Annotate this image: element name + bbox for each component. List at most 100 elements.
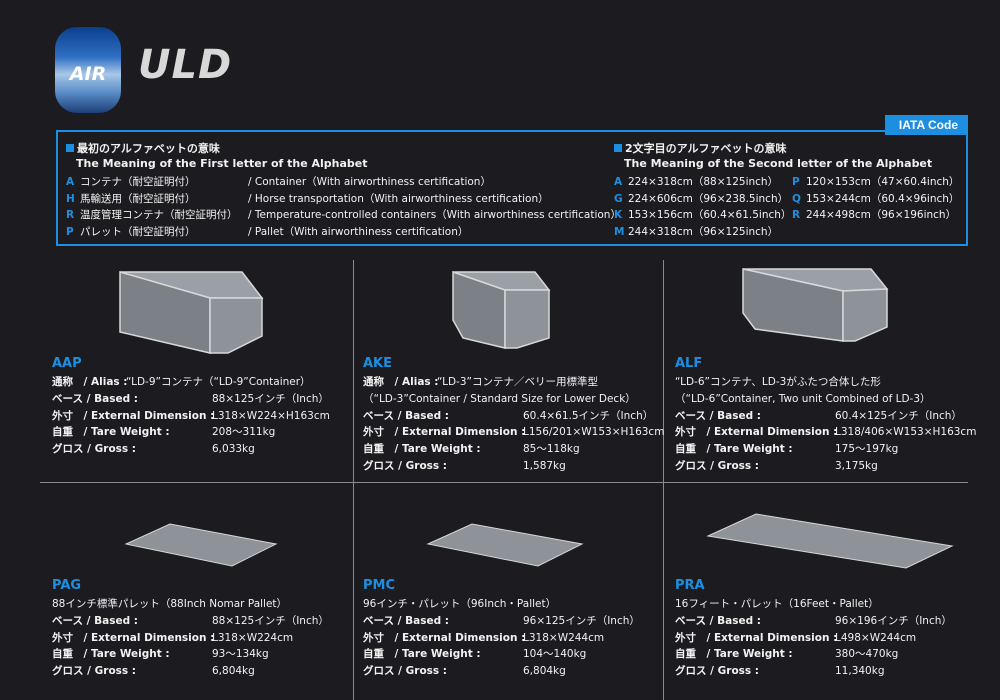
spec-label: 外寸 / External Dimension : — [363, 631, 526, 644]
spec-label: グロス / Gross : — [675, 459, 760, 472]
spec-row: 自重 / Tare Weight : 104〜140kg — [363, 646, 663, 663]
spec-value: 380〜470kg — [835, 648, 899, 661]
spec-row: 自重 / Tare Weight : 93〜134kg — [52, 646, 352, 663]
letter-meaning-en: / Horse transportation（With airworthines… — [248, 192, 549, 205]
spec-row: “LD-6”コンテナ、LD-3がふたつ合体した形 — [675, 374, 975, 391]
spec-row: 自重 / Tare Weight :175〜197kg — [675, 441, 975, 458]
spec-label: 外寸 / External Dimension : — [52, 409, 215, 422]
spec-value: L318×W224cm — [212, 631, 294, 644]
spec-value: 104〜140kg — [523, 648, 587, 661]
second-letter-heading-en: The Meaning of the Second letter of the … — [624, 157, 933, 170]
spec-label: 通称 / Alias : — [52, 376, 128, 388]
air-logo: AIR — [55, 27, 121, 113]
uld-code: AAP — [52, 356, 82, 371]
spec-value: 88×125インチ（Inch） — [212, 392, 329, 405]
letter-key: Q — [792, 192, 801, 205]
second-letter-col2: P 120×153cm（47×60.4inch） Q 153×244cm（60.4×9… — [792, 174, 959, 224]
spec-row: 外寸 / External Dimension :L318×W224×H163c… — [52, 408, 352, 425]
spec-label: 自重 / Tare Weight : — [363, 443, 481, 456]
letter-meaning-jp: パレット（耐空証明付） — [80, 225, 196, 238]
spec-label: ベース / Based : — [363, 409, 449, 422]
spec-value: L156/201×W153×H163cm — [523, 426, 665, 439]
uld-code: ALF — [675, 356, 703, 371]
first-letter-section: 最初のアルファベットの意味 The Meaning of the First l… — [66, 140, 621, 240]
second-letter-section: 2文字目のアルファベットの意味 The Meaning of the Secon… — [614, 140, 964, 238]
letter-key: P — [792, 176, 800, 188]
spec-label: グロス / Gross : — [52, 443, 137, 456]
uld-item-alf: ALF “LD-6”コンテナ、LD-3がふたつ合体した形 （“LD-6”Contai… — [675, 356, 976, 475]
letter-key: K — [614, 209, 623, 221]
spec-value: （“LD-3”Container / Standard Size for Low… — [363, 392, 636, 405]
spec-label: 自重 / Tare Weight : — [52, 648, 170, 661]
spec-value: 96インチ・パレット（96Inch・Pallet） — [363, 598, 557, 610]
letter-size: 224×318cm（88×125inch） — [628, 176, 779, 188]
spec-value: L318×W224×H163cm — [212, 409, 330, 422]
spec-row: 自重 / Tare Weight : 380〜470kg — [675, 646, 975, 663]
letter-key: M — [614, 225, 625, 238]
spec-label: 自重 / Tare Weight : — [675, 648, 793, 661]
spec-value: 16フィート・パレット（16Feet・Pallet） — [675, 598, 879, 610]
spec-value: 60.4×125インチ（Inch） — [835, 409, 962, 422]
grid-divider-vertical-2 — [663, 260, 664, 700]
spec-row: ベース / Based : 60.4×125インチ（Inch） — [675, 408, 975, 425]
uld-code: PMC — [363, 578, 396, 593]
spec-row: ベース / Based : 96×125インチ（Inch） — [363, 613, 663, 630]
spec-value: 6,804kg — [212, 665, 255, 678]
spec-row: グロス / Gross :3,175kg — [675, 458, 975, 475]
spec-value: 96×125インチ（Inch） — [523, 614, 640, 627]
spec-value: 6,033kg — [212, 443, 255, 456]
spec-label: ベース / Based : — [675, 409, 761, 422]
spec-value: 88×125インチ（Inch） — [212, 614, 329, 627]
spec-label: ベース / Based : — [363, 614, 449, 627]
letter-meaning-jp: 温度管理コンテナ（耐空証明付） — [80, 209, 238, 221]
iata-code-box: IATA Code 最初のアルファベットの意味 The Meaning of t… — [56, 115, 968, 246]
letter-key: A — [66, 176, 75, 188]
alf-container-image — [742, 268, 889, 342]
spec-row: ベース / Based :60.4×61.5インチ（Inch） — [363, 408, 663, 425]
letter-size: 120×153cm（47×60.4inch） — [806, 176, 960, 188]
spec-value: L318×W244cm — [523, 631, 605, 644]
grid-divider-vertical-1 — [353, 260, 354, 700]
spec-row: グロス / Gross :11,340kg — [675, 663, 975, 680]
grid-divider-horizontal — [40, 482, 968, 483]
spec-label: グロス / Gross : — [52, 665, 137, 678]
first-letter-heading-jp: 最初のアルファベットの意味 — [77, 142, 220, 155]
iata-code-badge: IATA Code — [884, 115, 968, 135]
spec-label: 外寸 / External Dimension : — [363, 426, 526, 439]
spec-row: 外寸 / External Dimension :L156/201×W153×H… — [363, 424, 665, 441]
spec-label: 外寸 / External Dimension : — [675, 631, 838, 644]
spec-label: 自重 / Tare Weight : — [363, 648, 481, 661]
spec-value: （“LD-6”Container, Two unit Combined of L… — [675, 392, 931, 405]
letter-size: 153×244cm（60.4×96inch） — [806, 192, 960, 205]
spec-value: “LD-6”コンテナ、LD-3がふたつ合体した形 — [675, 376, 881, 388]
spec-value: 85〜118kg — [523, 443, 580, 456]
spec-value: “LD-3”コンテナ／ベリー用標準型 — [437, 376, 598, 388]
spec-row: （“LD-3”Container / Standard Size for Low… — [363, 391, 663, 408]
pra-pallet-image — [706, 513, 954, 569]
spec-row: 外寸 / External Dimension :L318×W244cm — [363, 630, 663, 647]
letter-key: H — [66, 192, 75, 205]
letter-key: R — [66, 209, 75, 221]
spec-value: 11,340kg — [835, 665, 885, 678]
spec-label: グロス / Gross : — [363, 459, 448, 472]
letter-meaning-en: / Pallet（With airworthiness certificatio… — [248, 225, 469, 238]
spec-row: 16フィート・パレット（16Feet・Pallet） — [675, 596, 975, 613]
spec-value: L498×W244cm — [835, 631, 917, 644]
spec-row: グロス / Gross : 6,804kg — [52, 663, 352, 680]
spec-value: 93〜134kg — [212, 648, 269, 661]
spec-row: 96インチ・パレット（96Inch・Pallet） — [363, 596, 663, 613]
uld-code: PAG — [52, 578, 82, 593]
square-bullet-icon — [614, 144, 622, 152]
letter-key: P — [66, 225, 74, 238]
aap-container-image — [119, 271, 264, 354]
spec-row: （“LD-6”Container, Two unit Combined of L… — [675, 391, 975, 408]
